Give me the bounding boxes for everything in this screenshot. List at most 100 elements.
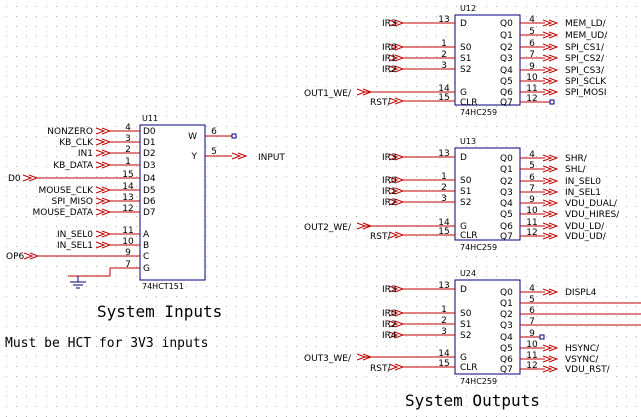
net-label: SHL/	[565, 165, 586, 175]
pin-number: 5	[211, 147, 217, 157]
pin-name: G	[143, 264, 150, 274]
pin-number: 14	[438, 218, 450, 228]
pin-number: 7	[125, 260, 131, 270]
net-label: MEM_UD/	[565, 31, 608, 41]
pin-name: D0	[143, 127, 156, 137]
net-label: VDU_HIRES/	[565, 210, 620, 220]
net-label: VDU_LD/	[565, 222, 605, 232]
net-label: MOUSE_CLK	[38, 186, 94, 196]
pin-number: 13	[122, 193, 133, 203]
pin-name: Q4	[500, 199, 513, 209]
net-label: IR4	[382, 331, 397, 341]
pin-name: Q6	[500, 355, 513, 365]
pin-name: D3	[143, 161, 156, 171]
pin-name: CLR	[460, 231, 478, 241]
pin-number: 5	[529, 27, 535, 37]
pin-name: D6	[143, 197, 156, 207]
net-label: MOUSE_DATA	[32, 208, 93, 218]
pin-number: 6	[529, 173, 535, 183]
pin-name: Q5	[500, 344, 513, 354]
chip-ref: U13	[460, 137, 476, 146]
pin-name: S1	[460, 54, 471, 64]
net-label: RST/	[370, 98, 391, 108]
pin-number: 10	[122, 237, 134, 247]
net-label: IN_SEL1	[565, 188, 601, 198]
pin-name: Q6	[500, 222, 513, 232]
pin-number: 15	[438, 359, 449, 369]
pin-number: 3	[441, 194, 447, 204]
pin-number: 1	[441, 305, 447, 315]
pin-number: 5	[529, 161, 535, 171]
pin-name: D5	[143, 186, 156, 196]
net-label: IR2	[382, 320, 397, 330]
net-label: IN_SEL0	[565, 177, 601, 187]
pin-number: 11	[122, 226, 133, 236]
net-label: VDU_UD/	[565, 232, 607, 242]
no-connect-marker	[231, 133, 237, 139]
pin-number: 3	[441, 327, 447, 337]
pin-number: 11	[526, 84, 537, 94]
pin-number: 2	[125, 145, 131, 155]
pin-name: Q2	[500, 43, 513, 53]
net-label: OP6	[6, 252, 25, 262]
pin-number: 12	[526, 361, 537, 371]
chip-body	[454, 14, 521, 106]
pin-number: 14	[438, 84, 450, 94]
pin-name: D	[460, 19, 467, 29]
chip-ref: U11	[142, 114, 158, 123]
pin-number: 14	[122, 182, 134, 192]
pin-name: Q7	[500, 232, 513, 242]
pin-number: 9	[529, 329, 535, 339]
pin-name: Q0	[500, 288, 513, 298]
pin-name: S1	[460, 187, 471, 197]
net-label: INPUT	[258, 153, 285, 163]
net-label: SPI_SCLK	[565, 77, 607, 87]
chip-u24: U24 74HC259 D S0 S1 S2 G CLR Q0 Q1 Q2 Q3…	[304, 269, 641, 386]
pin-name: S2	[460, 65, 471, 75]
pin-number: 2	[441, 183, 447, 193]
pin-name: G	[460, 222, 467, 232]
pin-number: 12	[122, 204, 133, 214]
net-label: IN_SEL1	[57, 241, 93, 251]
net-label: HSYNC/	[565, 344, 600, 354]
pin-name: D1	[143, 138, 156, 148]
pin-number: 10	[526, 340, 538, 350]
net-label: IN_SEL0	[57, 230, 93, 240]
pin-number: 4	[529, 15, 535, 25]
pin-number: 2	[441, 316, 447, 326]
pin-name: Q3	[500, 54, 513, 64]
pin-number: 13	[438, 281, 449, 291]
pin-name: D7	[143, 208, 156, 218]
pin-name: Y	[191, 152, 198, 162]
pin-name: D	[460, 153, 467, 163]
no-connect-marker	[539, 334, 545, 340]
net-label: OUT1_WE/	[304, 89, 352, 99]
chip-u12: U12 74HC259 D S0 S1 S2 G CLR Q0 Q1 Q2 Q3…	[304, 4, 608, 117]
pin-name: S2	[460, 198, 471, 208]
pin-name: Q0	[500, 154, 513, 164]
net-label: SPI_CS1/	[565, 43, 605, 53]
pin-number: 10	[526, 206, 538, 216]
net-label: KB_CLK	[59, 138, 94, 148]
pin-number: 5	[529, 295, 535, 305]
pin-name: W	[188, 132, 197, 142]
net-label: SPI_MOSI	[565, 88, 607, 98]
pin-name: D2	[143, 149, 156, 159]
pin-number: 4	[529, 150, 535, 160]
pin-name: Q1	[500, 299, 513, 309]
net-label: VSYNC/	[565, 355, 599, 365]
pin-name: Q4	[500, 66, 513, 76]
chip-body	[454, 279, 521, 375]
pin-number: 11	[526, 218, 537, 228]
chip-u11: U11 74HCT151 D0 D1 D2 D3 D4 D5 D6 D7 A B…	[6, 114, 285, 291]
pin-name: Q1	[500, 165, 513, 175]
pin-name: Q2	[500, 310, 513, 320]
pin-number: 4	[125, 123, 131, 133]
pin-number: 13	[438, 149, 449, 159]
pin-number: 14	[438, 349, 450, 359]
chip-part: 74HCT151	[142, 282, 184, 291]
pin-number: 9	[125, 248, 131, 258]
pin-number: 9	[529, 195, 535, 205]
net-label: MEM_LD/	[565, 19, 607, 29]
